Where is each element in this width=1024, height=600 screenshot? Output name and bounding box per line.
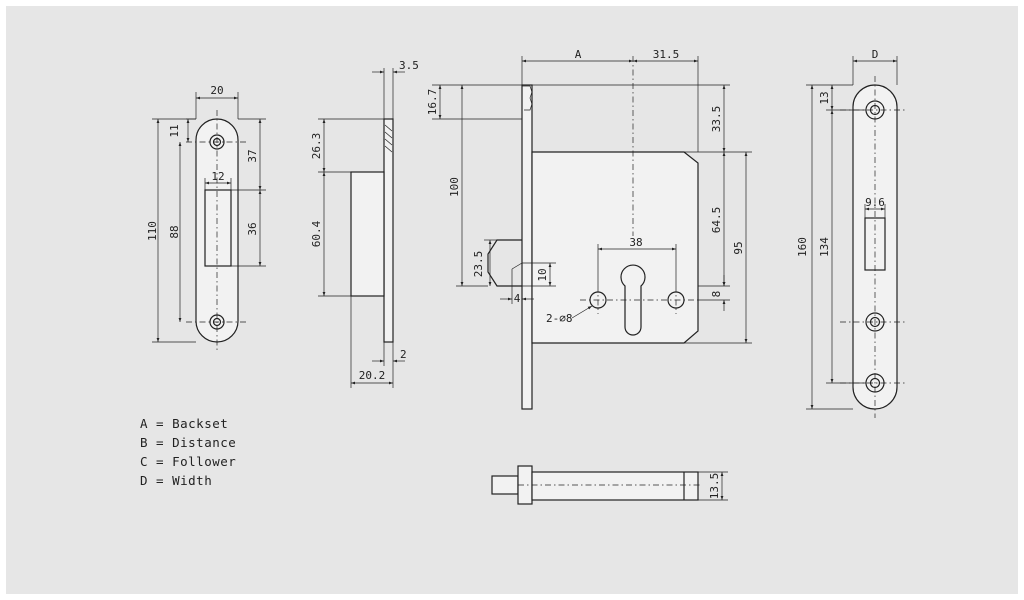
strike-slot (204, 189, 232, 267)
dim-face-width: D (872, 48, 879, 61)
dim-strike-holes: 88 (168, 225, 181, 238)
dim-main-four: 4 (514, 292, 521, 305)
dim-main-eight: 8 (710, 291, 723, 298)
dim-strike-slot-width: 12 (211, 170, 224, 183)
dim-main-total: 100 (448, 177, 461, 197)
dim-main-backset: A (575, 48, 582, 61)
dim-main-holes: 2-⌀8 (546, 312, 573, 325)
dim-main-upper: 33.5 (710, 106, 723, 133)
strike-top-hole-icon (209, 134, 225, 150)
dim-main-cyl-spacing: 38 (629, 236, 642, 249)
side-view: 3.5 26.3 60.4 2 20.2 (310, 59, 419, 388)
dim-face-length: 160 (796, 237, 809, 257)
dim-bolt-height: 13.5 (708, 473, 721, 500)
dim-strike-width: 20 (210, 84, 223, 97)
side-faceplate (383, 118, 394, 343)
legend: A = Backset B = Distance C = Follower D … (140, 414, 236, 490)
dim-side-top: 3.5 (399, 59, 419, 72)
legend-item-follower: C = Follower (140, 454, 237, 469)
dim-side-upper: 26.3 (310, 133, 323, 160)
dim-main-latch: 23.5 (472, 251, 485, 278)
dim-strike-slot-height: 36 (246, 222, 259, 235)
cylinder-keyhole-icon (620, 264, 646, 336)
faceplate-cylinder-hole-icon (865, 312, 885, 332)
strike-plate-view: 20 12 11 110 88 37 36 (146, 84, 266, 350)
bolt-view: 13.5 (491, 465, 728, 505)
lock-body-view: A 31.5 16.7 100 23.5 10 4 38 2-⌀8 8 33.5… (426, 48, 752, 410)
dim-side-body: 60.4 (310, 220, 323, 247)
dim-face-holes: 134 (818, 237, 831, 257)
legend-item-width: D = Width (140, 473, 213, 488)
dim-main-offset: 31.5 (653, 48, 680, 61)
legend-item-distance: B = Distance (140, 435, 237, 450)
main-forend (521, 84, 533, 410)
bolt-spindle (491, 475, 519, 495)
dim-side-depth: 20.2 (359, 369, 386, 382)
legend-item-backset: A = Backset (140, 416, 229, 431)
faceplate-view: D 9.6 13 134 160 (796, 48, 906, 418)
mount-hole-right-icon (667, 291, 685, 309)
dim-face-top: 13 (818, 91, 831, 104)
bolt-body (531, 471, 699, 501)
mount-hole-left-icon (589, 291, 607, 309)
strike-bottom-hole-icon (209, 314, 225, 330)
dim-main-ten: 10 (536, 268, 549, 281)
dim-main-mid: 64.5 (710, 207, 723, 234)
dim-side-plate: 2 (400, 348, 407, 361)
dim-strike-length: 110 (146, 221, 159, 241)
dim-main-top: 16.7 (426, 89, 439, 116)
dim-strike-top-hole: 11 (168, 124, 181, 137)
latch-bolt (487, 239, 522, 287)
dim-face-slot: 9.6 (865, 196, 885, 209)
dim-strike-upper: 37 (246, 149, 259, 162)
side-body (350, 171, 385, 297)
dim-main-body: 95 (732, 241, 745, 254)
